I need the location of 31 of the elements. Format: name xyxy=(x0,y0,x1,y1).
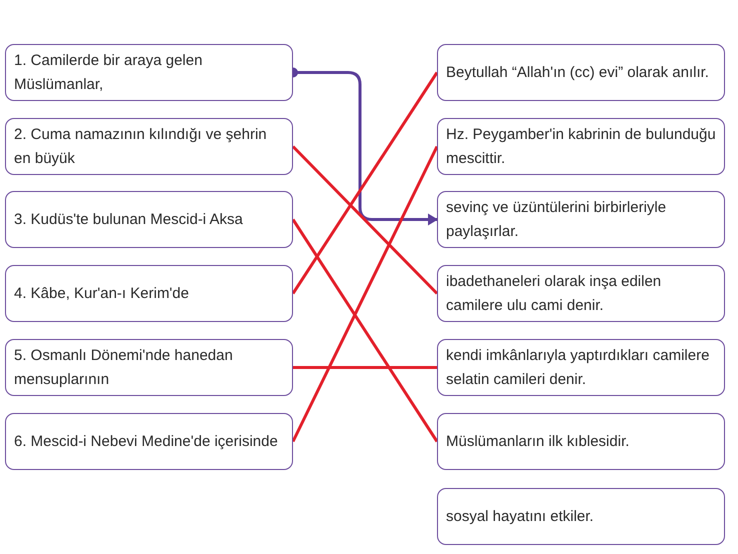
match-line xyxy=(292,72,438,294)
answer-box xyxy=(5,339,293,396)
item-text: 5. Osmanlı Dönemi'nde hanedan mensuplarının xyxy=(14,346,234,390)
answer-box xyxy=(5,265,293,322)
answer-box xyxy=(437,118,725,175)
match-line xyxy=(293,366,437,369)
item-text: kendi imkânlarıyla yaptırdıkları camilere selatin camileri denir. xyxy=(446,346,710,390)
answer-box xyxy=(5,413,293,470)
answer-box xyxy=(5,44,293,101)
answer-box xyxy=(5,118,293,175)
answer-box xyxy=(437,44,725,101)
item-text: Beytullah “Allah'ın (cc) evi” olarak anılır. xyxy=(446,62,709,82)
item-text: 2. Cuma namazının kılındığı ve şehrin en büyük xyxy=(14,124,268,168)
item-text: 6. Mescid-i Nebevi Medine'de içerisinde xyxy=(14,432,278,452)
item-text: Müslümanların ilk kıblesidir. xyxy=(446,432,630,452)
item-text: 3. Kudüs'te bulunan Mescid-i Aksa xyxy=(14,210,243,230)
match-line xyxy=(292,218,438,442)
item-text: 4. Kâbe, Kur'an-ı Kerim'de xyxy=(14,284,189,304)
answer-box xyxy=(437,339,725,396)
item-text: ibadethaneleri olarak inşa edilen camilere ulu cami denir. xyxy=(446,272,662,316)
answer-box xyxy=(437,413,725,470)
item-text: sosyal hayatını etkiler. xyxy=(446,506,594,526)
item-text: sevinç ve üzüntülerini birbirleriyle paylaşırlar. xyxy=(446,198,668,242)
answer-box xyxy=(437,191,725,248)
answer-box xyxy=(437,488,725,545)
item-text: Hz. Peygamber'in kabrinin de bulunduğu mescittir. xyxy=(446,124,716,168)
match-line xyxy=(292,146,438,442)
item-text: 1. Camilerde bir araya gelen Müslümanlar, xyxy=(14,50,204,94)
answer-box xyxy=(5,191,293,248)
answer-box xyxy=(437,265,725,322)
match-line xyxy=(292,145,438,295)
